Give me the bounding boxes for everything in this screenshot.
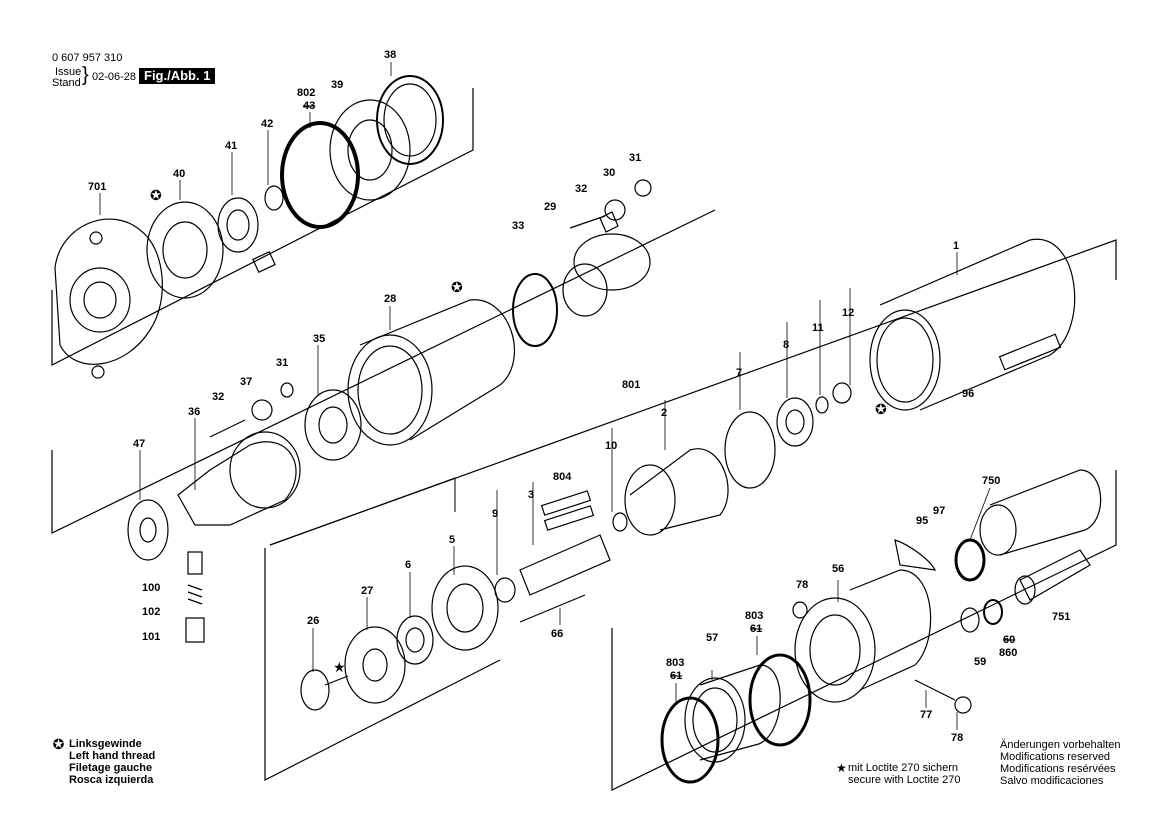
label-12: 12: [842, 307, 854, 319]
label-60: 60: [1003, 634, 1015, 646]
label-751: 751: [1052, 611, 1070, 623]
label-38: 38: [384, 49, 396, 61]
frame-middle: [51, 209, 716, 534]
frame-lower-left: [264, 548, 501, 781]
footer-line-3: Modifications resérvées: [1000, 763, 1116, 775]
legend-thread-line-4: Rosca izquierda: [69, 774, 154, 786]
housing-40: [146, 201, 224, 299]
gear-housing-28: [359, 299, 515, 441]
label-804: 804: [553, 471, 572, 483]
legend-loctite-line-2: secure with Loctite 270: [848, 774, 961, 786]
label-750: 750: [982, 475, 1000, 487]
label-803-upper: 803: [745, 610, 763, 622]
loctite-marker-26: ★: [333, 659, 346, 675]
label-860: 860: [999, 647, 1017, 659]
label-100: 100: [142, 582, 160, 594]
label-78-lower: 78: [951, 732, 963, 744]
label-801: 801: [622, 379, 640, 391]
label-59: 59: [974, 656, 986, 668]
frame-top-left: [51, 88, 474, 366]
label-96: 96: [962, 388, 974, 400]
label-61-upper: 61: [750, 623, 762, 635]
frame-right: [611, 470, 1117, 791]
thread-marker-28: ✪: [451, 279, 463, 295]
label-43: 43: [303, 100, 315, 112]
label-102: 102: [142, 606, 160, 618]
label-42: 42: [261, 118, 273, 130]
label-78-upper: 78: [796, 579, 808, 591]
label-28: 28: [384, 293, 396, 305]
flange-701: [54, 218, 163, 365]
label-2: 2: [661, 407, 667, 419]
label-9: 9: [492, 508, 498, 520]
label-33: 33: [512, 220, 524, 232]
label-57: 57: [706, 632, 718, 644]
legend-loctite-line-1: mit Loctite 270 sichern: [848, 762, 959, 774]
label-36: 36: [188, 406, 200, 418]
label-701: 701: [88, 181, 106, 193]
issue-label: Issue: [55, 66, 82, 78]
label-37: 37: [240, 376, 252, 388]
label-40: 40: [173, 168, 185, 180]
label-7: 7: [736, 367, 742, 379]
figure-label: Fig./Abb. 1: [139, 68, 216, 84]
label-11: 11: [812, 322, 824, 334]
label-802: 802: [297, 87, 315, 99]
legend-thread-line-3: Filetage gauche: [69, 762, 153, 774]
doc-number: 0 607 957 310: [52, 52, 123, 64]
label-803-lower: 803: [666, 657, 684, 669]
label-30: 30: [603, 167, 615, 179]
label-97: 97: [933, 505, 945, 517]
label-1: 1: [953, 240, 959, 252]
brace-glyph: }: [82, 64, 89, 86]
label-8: 8: [783, 339, 789, 351]
label-27: 27: [361, 585, 373, 597]
label-26: 26: [307, 615, 319, 627]
label-47: 47: [133, 438, 145, 450]
o-ring-802: [280, 121, 360, 229]
thread-marker-40: ✪: [150, 187, 162, 203]
label-39: 39: [331, 79, 343, 91]
label-3: 3: [528, 489, 534, 501]
label-10: 10: [605, 440, 617, 452]
label-66: 66: [551, 628, 563, 640]
left-thread-icon: ✪: [52, 736, 65, 752]
legend-thread-line-2: Left hand thread: [69, 750, 156, 762]
issue-date: 02-06-28: [92, 71, 137, 83]
label-56: 56: [832, 563, 844, 575]
label-32-mid: 32: [212, 391, 224, 403]
footer-line-1: Änderungen vorbehalten: [1000, 739, 1121, 751]
frame-main: [269, 239, 1117, 546]
label-101: 101: [142, 631, 160, 643]
legend-thread-line-1: Linksgewinde: [69, 738, 142, 750]
label-77: 77: [920, 709, 932, 721]
stand-label: Stand: [52, 77, 81, 89]
label-35: 35: [313, 333, 325, 345]
label-61-lower: 61: [670, 670, 682, 682]
label-32-top: 32: [575, 183, 587, 195]
label-6: 6: [405, 559, 411, 571]
loctite-star-icon: ★: [836, 761, 847, 775]
label-95: 95: [916, 515, 928, 527]
label-31-top: 31: [629, 152, 641, 164]
footer-line-4: Salvo modificaciones: [1000, 775, 1104, 787]
label-41: 41: [225, 140, 237, 152]
thread-marker-1: ✪: [875, 401, 887, 417]
label-31-mid: 31: [276, 357, 288, 369]
footer-line-2: Modifications reserved: [1000, 751, 1111, 763]
label-5: 5: [449, 534, 455, 546]
label-29: 29: [544, 201, 556, 213]
